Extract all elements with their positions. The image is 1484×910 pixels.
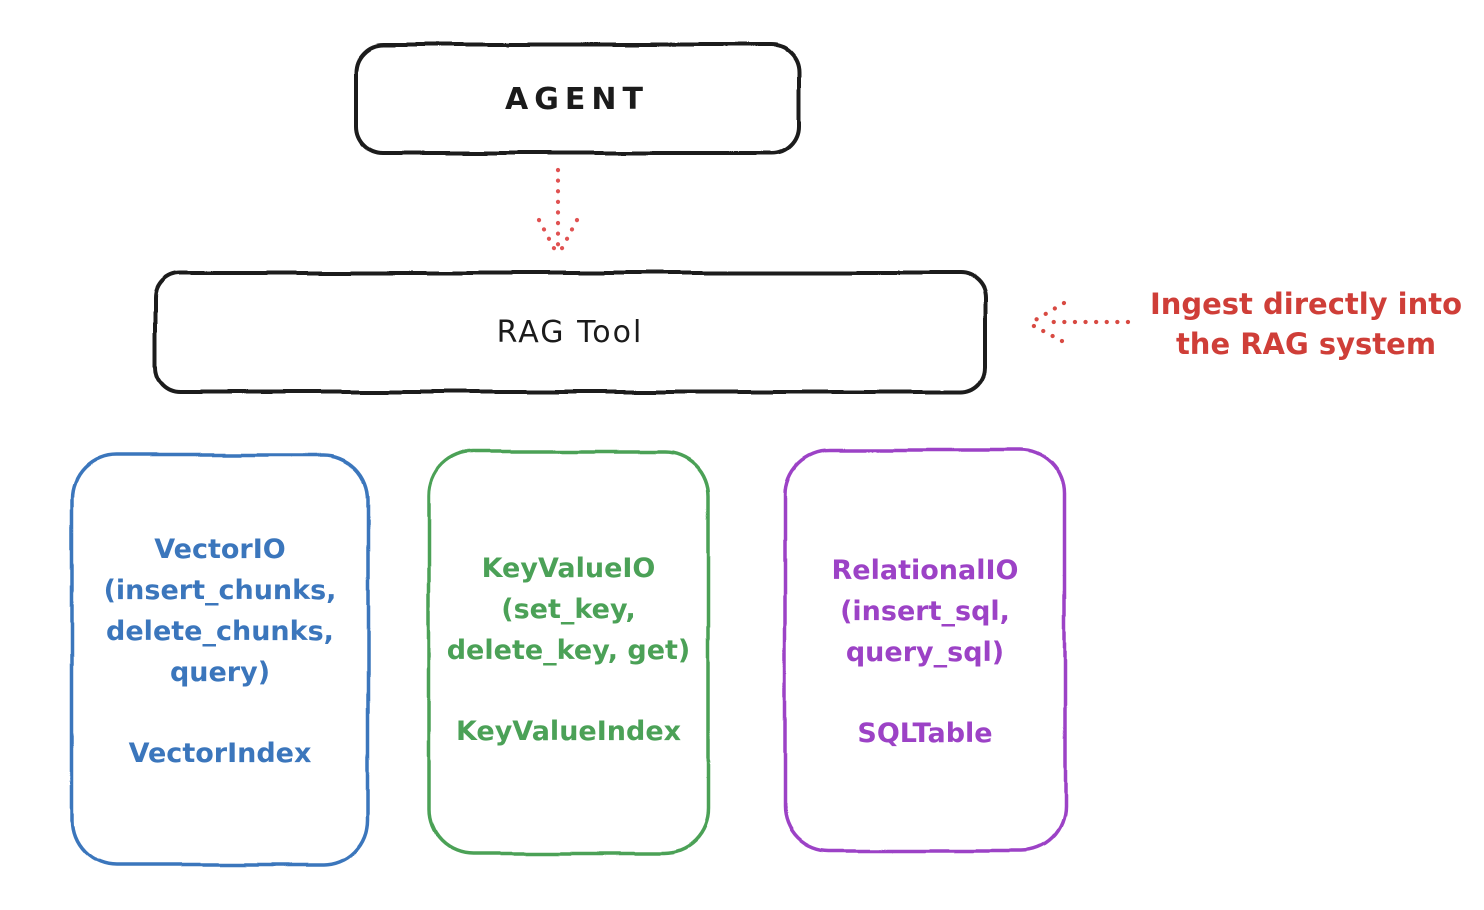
ingest-annotation-text: Ingest directly into the RAG system [1149,287,1463,361]
keyvalue-io-methods: (set_key, delete_key, get) [446,594,691,666]
vector-io-methods: (insert_chunks, delete_chunks, query) [103,575,337,688]
relational-io-content: RelationalIO (insert_sql, query_sql) SQL… [783,448,1067,754]
vector-io-index-label: VectorIndex [128,738,312,769]
keyvalue-io-title: KeyValueIO [481,553,656,584]
relational-io-title: RelationalIO [831,555,1019,586]
keyvalue-io-content: KeyValueIO (set_key, delete_key, get) Ke… [427,450,710,752]
ingest-annotation-dotted-arrow-icon [1029,300,1131,344]
keyvalue-io-box [427,450,710,855]
agent-box-label: AGENT [505,81,649,117]
agent-to-ragtool-dotted-arrow-icon [536,167,580,255]
vector-io-box [70,453,370,867]
keyvalue-io-index-label: KeyValueIndex [455,716,682,747]
relational-io-index-label: SQLTable [857,718,993,749]
vector-io-content: VectorIO (insert_chunks, delete_chunks, … [70,453,370,774]
relational-io-box [783,448,1067,853]
rag-tool-box-label: RAG Tool [496,315,644,350]
agent-box [354,43,800,155]
vector-io-title: VectorIO [154,534,286,565]
rag-tool-box [153,271,987,394]
relational-io-methods: (insert_sql, query_sql) [840,596,1010,668]
